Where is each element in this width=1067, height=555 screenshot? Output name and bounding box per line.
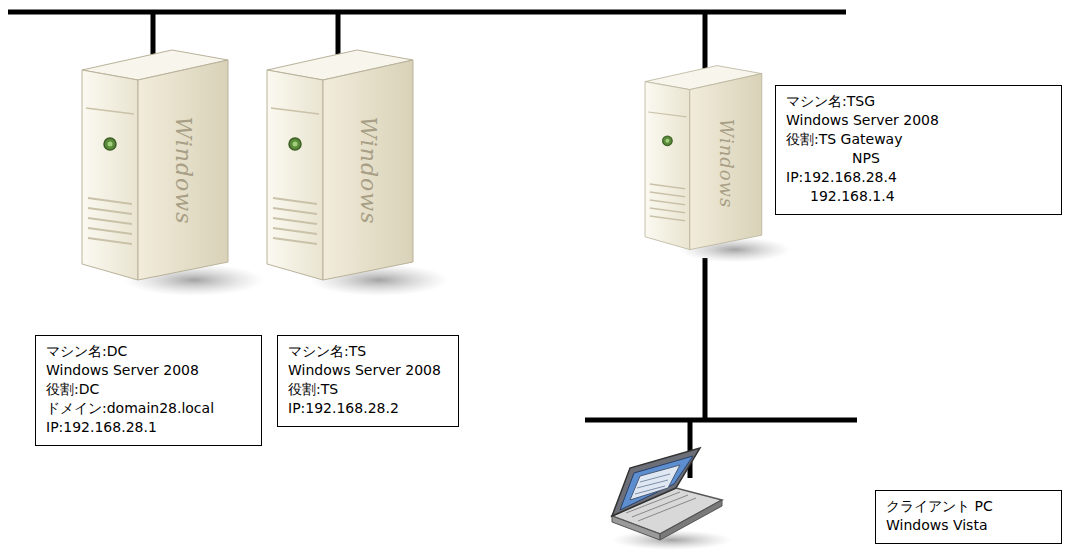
info-line: Windows Server 2008 — [288, 361, 448, 380]
info-line: Windows Server 2008 — [46, 361, 251, 380]
info-line: 192.168.1.4 — [786, 187, 1051, 206]
server-logo-text: Windows — [171, 116, 196, 224]
info-line: 役割:TS — [288, 380, 448, 399]
info-line: マシン名:DC — [46, 342, 251, 361]
info-line: マシン名:TSG — [786, 92, 1051, 111]
server-info-box: マシン名:TSGWindows Server 2008役割:TS Gateway… — [775, 85, 1062, 215]
info-line: クライアント PC — [886, 497, 1051, 516]
info-line: Windows Server 2008 — [786, 111, 1051, 130]
info-line: IP:192.168.28.2 — [288, 399, 448, 418]
info-line: 役割:DC — [46, 380, 251, 399]
info-line: ドメイン:domain28.local — [46, 399, 251, 418]
server-info-box: マシン名:DCWindows Server 2008役割:DCドメイン:doma… — [35, 335, 262, 446]
info-line: IP:192.168.28.1 — [46, 418, 251, 437]
client-info-box: クライアント PCWindows Vista — [875, 490, 1062, 544]
server-logo-text: Windows — [716, 118, 737, 208]
info-line: Windows Vista — [886, 516, 1051, 535]
server-logo-text: Windows — [356, 116, 381, 224]
info-line: マシン名:TS — [288, 342, 448, 361]
server-info-box: マシン名:TSWindows Server 2008役割:TSIP:192.16… — [277, 335, 459, 427]
info-line: IP:192.168.28.4 — [786, 168, 1051, 187]
info-line: NPS — [786, 149, 1051, 168]
info-line: 役割:TS Gateway — [786, 130, 1051, 149]
